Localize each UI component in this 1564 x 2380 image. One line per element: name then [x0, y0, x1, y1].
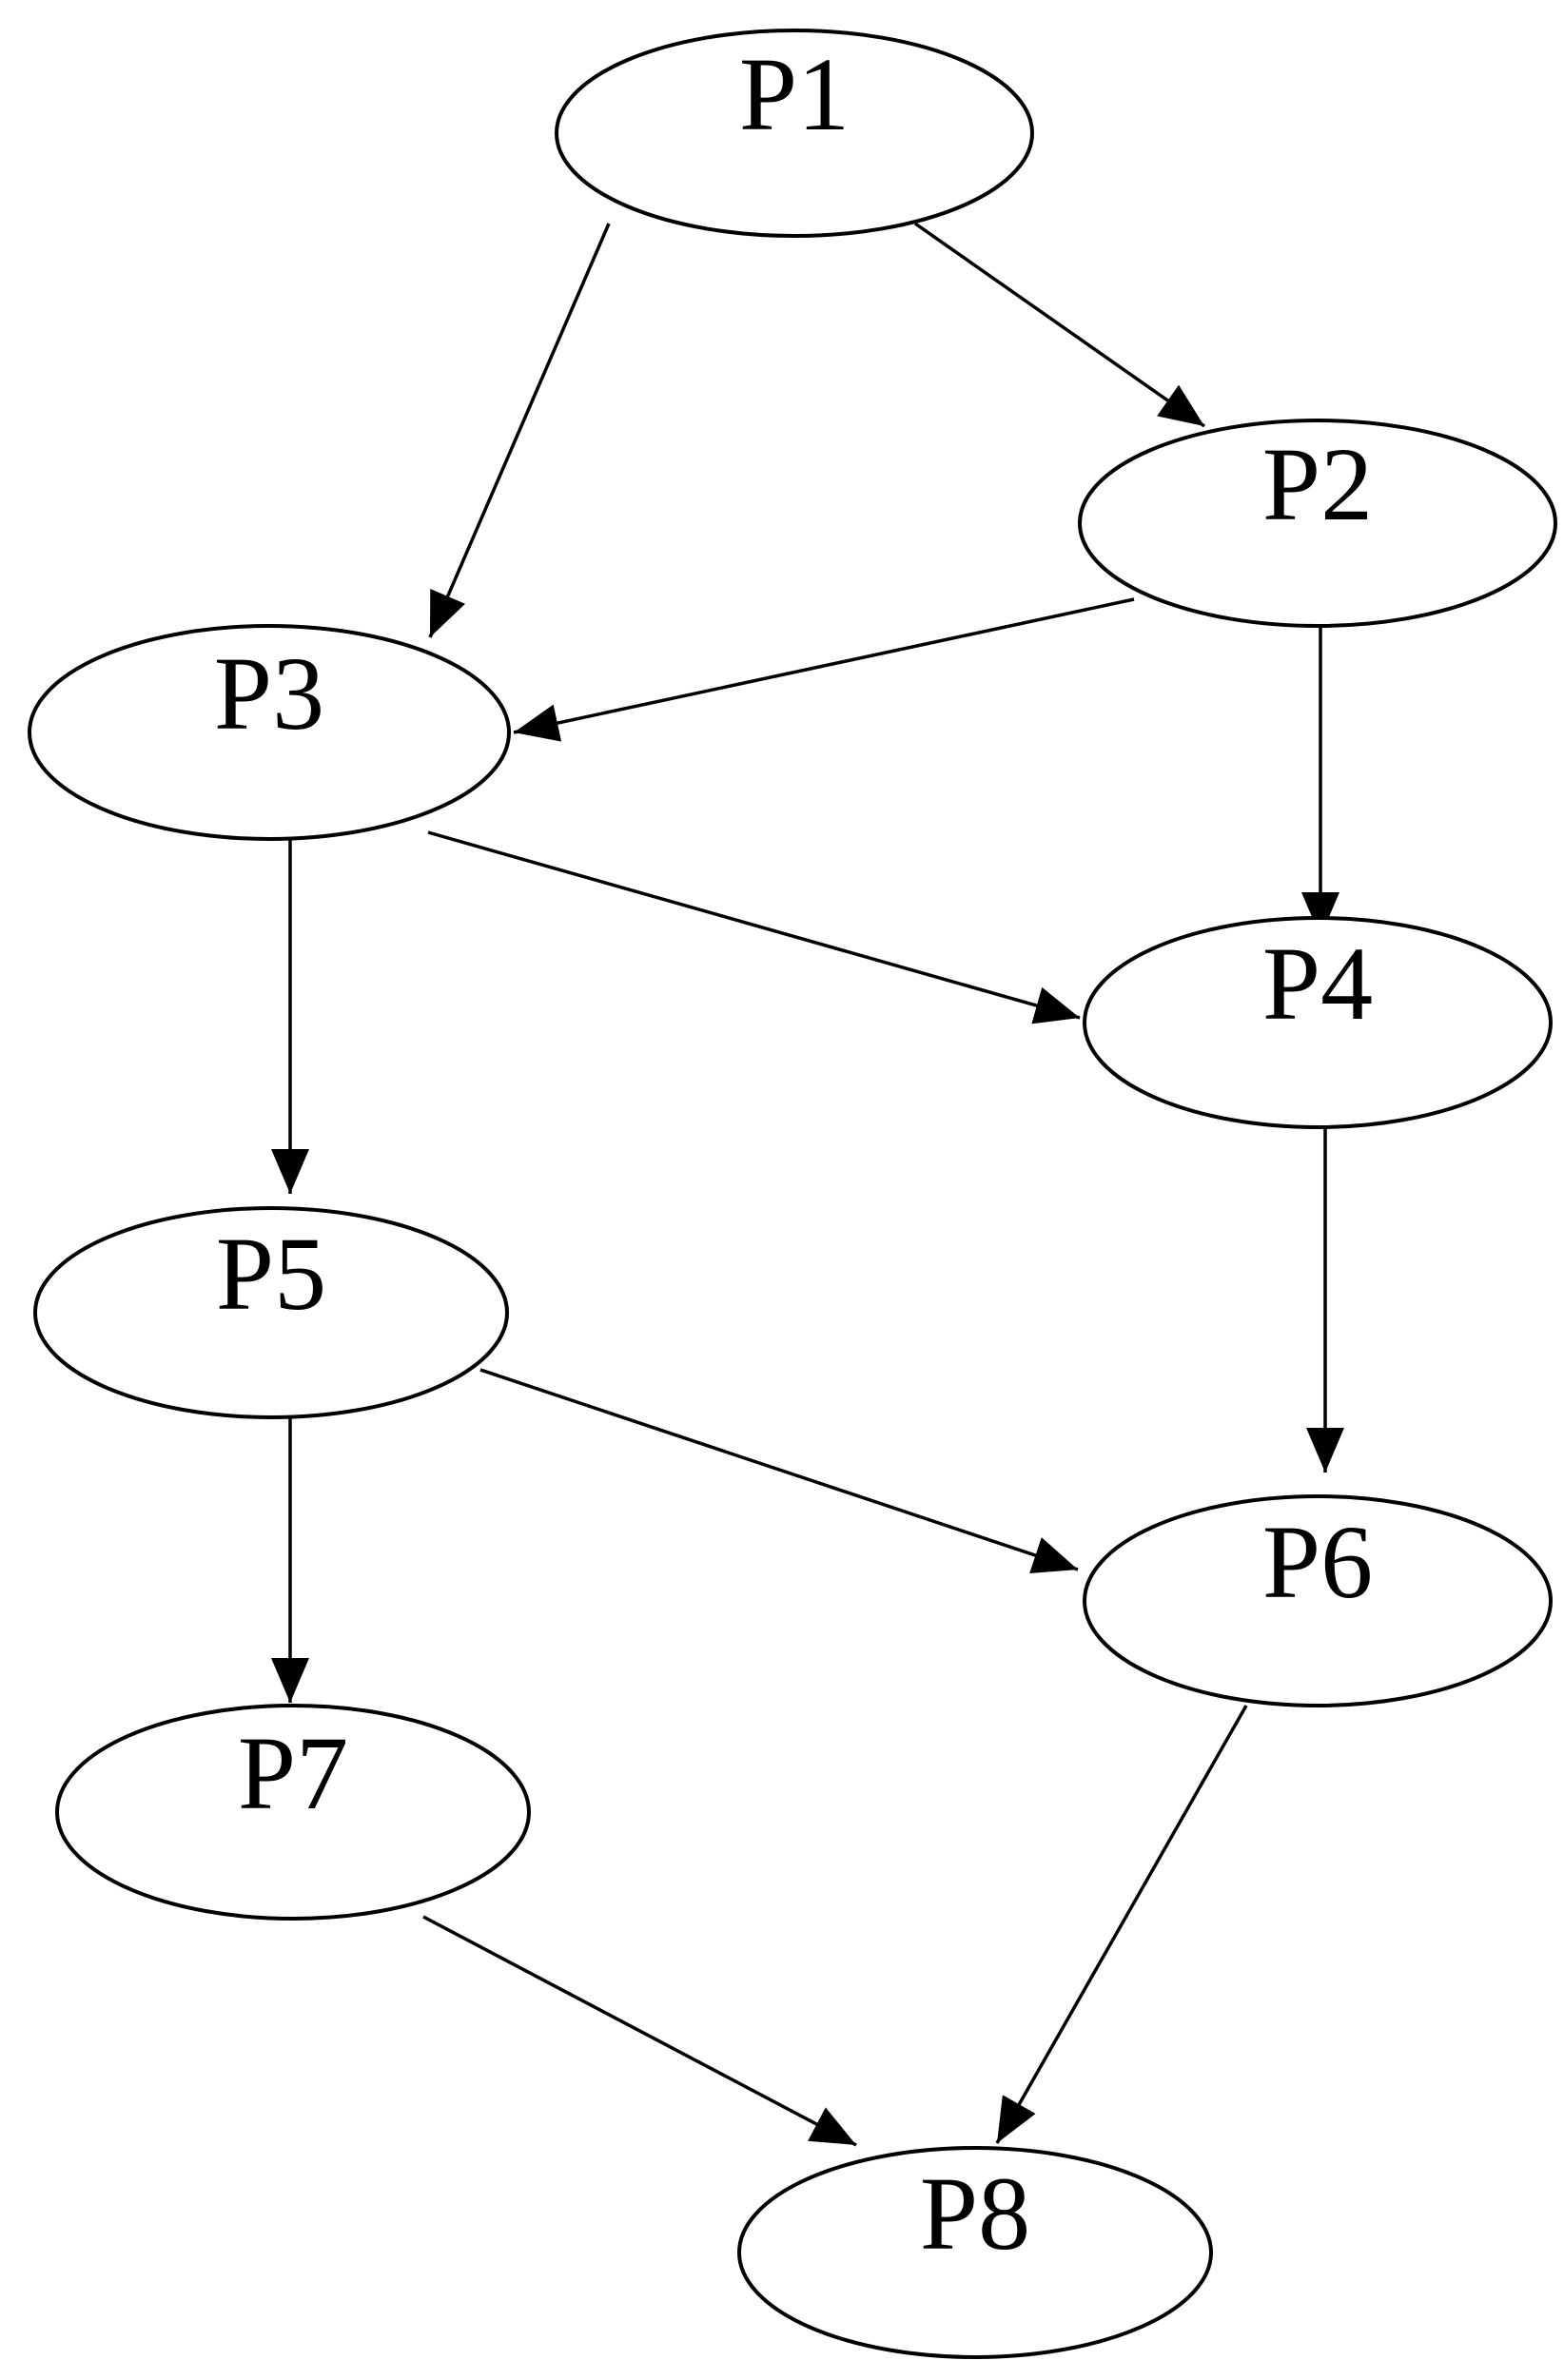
node-P6: P6 [1083, 1494, 1553, 1707]
node-P3: P3 [28, 624, 511, 841]
node-label-P8: P8 [920, 2156, 1030, 2272]
node-ellipse-P2 [1078, 419, 1557, 628]
node-P4: P4 [1083, 916, 1553, 1129]
node-label-P1: P1 [739, 36, 850, 152]
node-label-P3: P3 [214, 635, 324, 751]
node-P7: P7 [55, 1704, 531, 1921]
node-P2: P2 [1078, 419, 1557, 628]
node-label-P5: P5 [216, 1216, 326, 1332]
node-label-P6: P6 [1262, 1504, 1373, 1620]
node-label-P4: P4 [1262, 926, 1373, 1042]
edge-P2-P3 [513, 597, 1135, 742]
node-ellipse-P4 [1083, 916, 1553, 1129]
edge-P1-P2 [913, 222, 1206, 428]
node-ellipse-P3 [28, 624, 511, 841]
node-ellipse-P7 [55, 1704, 531, 1921]
node-label-P7: P7 [238, 1715, 348, 1831]
edges-layer [271, 222, 1344, 2147]
edge-P5-P6 [479, 1368, 1079, 1574]
node-P5: P5 [33, 1206, 509, 1419]
node-P8: P8 [737, 2146, 1213, 2359]
edge-P6-P8 [995, 1705, 1248, 2144]
edge-P7-P8 [422, 1915, 857, 2147]
node-label-P2: P2 [1262, 426, 1373, 542]
node-ellipse-P6 [1083, 1494, 1553, 1707]
edge-P1-P3 [428, 223, 611, 638]
edge-P3-P4 [427, 830, 1081, 1024]
node-P1: P1 [555, 29, 1034, 238]
node-ellipse-P8 [737, 2146, 1213, 2359]
node-ellipse-P5 [33, 1206, 509, 1419]
node-ellipse-P1 [555, 29, 1034, 238]
